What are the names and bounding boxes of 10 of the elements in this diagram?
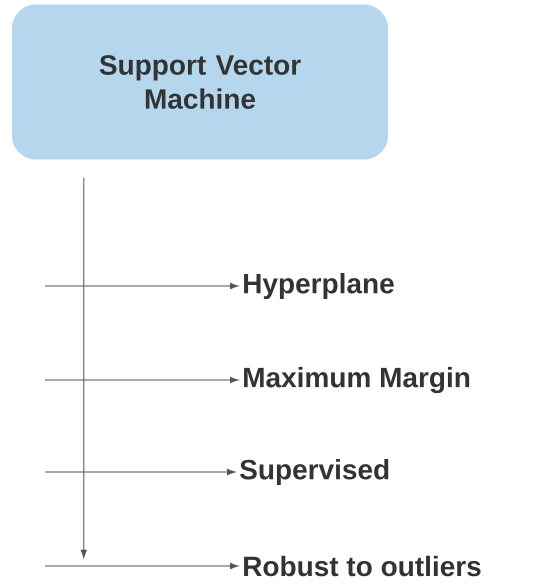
arrow — [44, 376, 238, 384]
arrow — [44, 562, 238, 570]
arrow — [80, 177, 87, 558]
arrow — [44, 282, 238, 290]
item-label: Hyperplane — [244, 272, 394, 300]
item-label: Maximum Margin — [244, 366, 470, 394]
arrow — [44, 468, 236, 476]
item-label: Supervised — [240, 458, 388, 486]
item-label: Robust to outliers — [244, 556, 481, 576]
process-box: Support Vector Machine — [12, 4, 388, 160]
